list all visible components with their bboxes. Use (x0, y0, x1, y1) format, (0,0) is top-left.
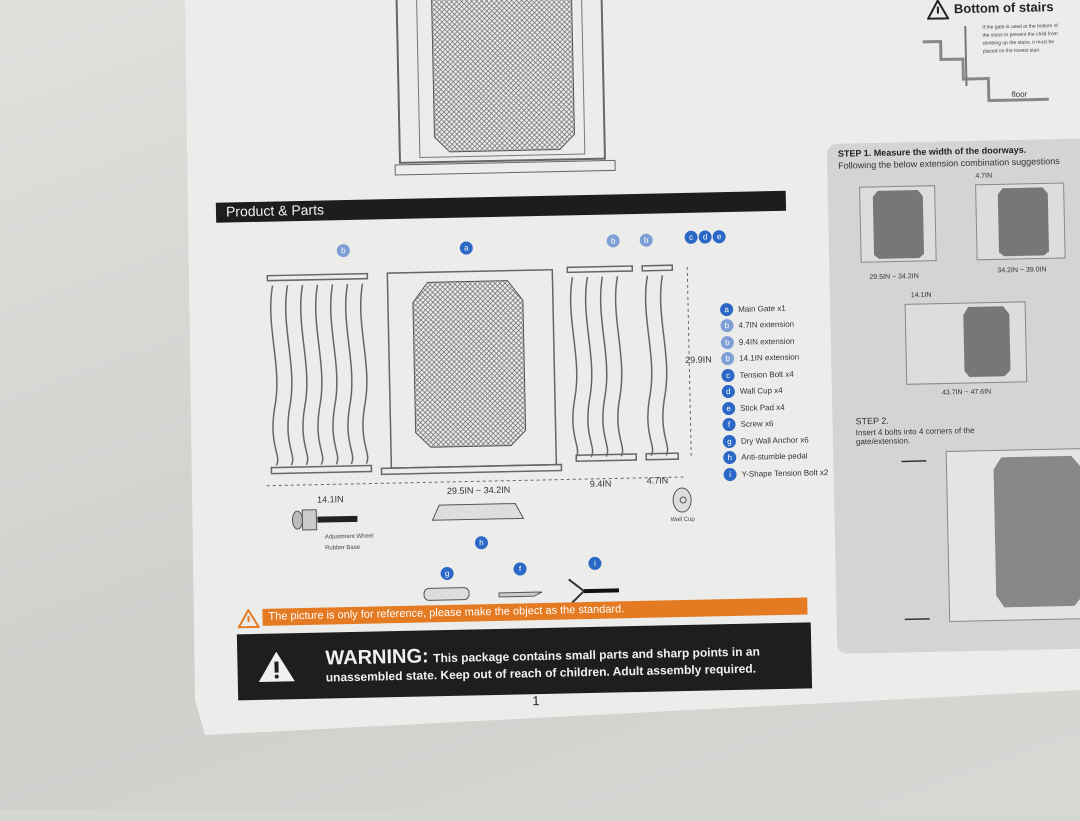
tension-bolt-icon (291, 509, 358, 531)
dim-main: 29.5IN ~ 34.2IN (446, 484, 511, 496)
badge-f: f (513, 562, 527, 576)
bottom-of-stairs-text: If the gate is used at the bottom of the… (982, 23, 1058, 55)
bottom-of-stairs-title: Bottom of stairs (953, 0, 1054, 17)
dim-height: 29.9IN (685, 354, 712, 365)
dim-4-7: 4.7IN (646, 475, 669, 486)
step1-range-a: 29.5IN ~ 34.2IN (869, 273, 919, 282)
warning-box: WARNING: This package contains small par… (236, 622, 813, 701)
adjustment-wheel-label: Adjustment Wheel (324, 533, 374, 541)
gate-illustration-top (394, 0, 616, 176)
caution-triangle-icon (237, 608, 260, 629)
badge-g: g (440, 566, 454, 581)
badge-b3: b (336, 243, 355, 258)
floor-label: floor (1011, 89, 1028, 100)
step1-ext-c: 14.1IN (910, 291, 932, 300)
dim-14-1: 14.1IN (316, 494, 344, 505)
step2-gate-illustration (901, 448, 1080, 622)
warning-triangle-icon (926, 0, 950, 20)
stairs-illustration (922, 25, 1049, 103)
gate-parts-diagram (266, 264, 692, 487)
warning-triangle-icon (258, 651, 295, 682)
wall-cup-icon (672, 487, 692, 513)
extension-combo-illustrations (859, 182, 1066, 263)
step2-title: STEP 2. (855, 415, 889, 427)
wall-cup-label: Wall Cup (670, 516, 695, 524)
step1-ext-a: 4.7IN (975, 172, 993, 180)
badge-h: h (474, 536, 489, 550)
section-header: Product & Parts (215, 190, 787, 223)
step1-range-b: 34.2IN ~ 39.0IN (997, 266, 1047, 275)
badge-i: i (588, 556, 602, 571)
badge-e: e (712, 230, 726, 244)
step1-range-c: 43.7IN ~ 47.6IN (941, 388, 992, 397)
dim-9-4: 9.4IN (589, 478, 612, 489)
anti-stumble-pedal-icon (431, 503, 525, 521)
step2-text: Insert 4 bolts into 4 corners of the gat… (855, 425, 975, 447)
rubber-base-label: Rubber Base (325, 544, 361, 552)
page-number: 1 (532, 693, 540, 709)
extension-combo-illustration-wide (904, 301, 1028, 385)
warning-title: WARNING: (325, 644, 429, 670)
small-parts-icons (423, 578, 620, 607)
